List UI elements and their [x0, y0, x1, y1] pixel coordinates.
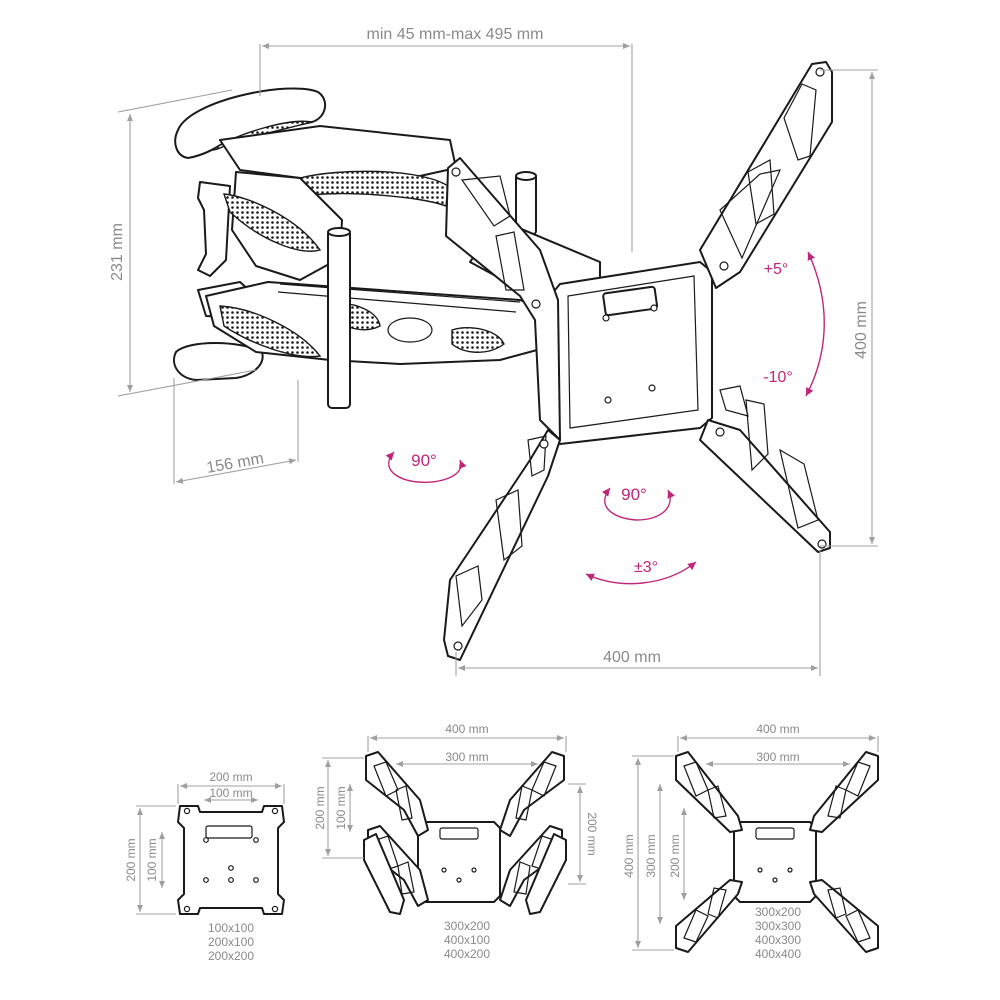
tilt-up-label: +5°	[764, 261, 789, 278]
config2-outer-width: 400 mm	[445, 722, 488, 736]
main-mount-illustration	[173, 61, 833, 661]
config1-pattern-1: 100x100	[208, 921, 254, 935]
config3-pattern-2: 300x300	[755, 919, 801, 933]
config-small-plate	[136, 783, 285, 915]
level-adjust-label: ±3°	[634, 559, 658, 576]
main-dimension-lines	[117, 43, 878, 676]
wall-depth-label: 156 mm	[205, 450, 265, 477]
config1-outer-width: 200 mm	[209, 770, 252, 784]
arm-height-label: 231 mm	[109, 223, 126, 281]
plate-width-label: 400 mm	[603, 649, 661, 666]
config1-inner-width: 100 mm	[209, 786, 252, 800]
config3-inner-width: 300 mm	[756, 750, 799, 764]
config2-outer-height: 200 mm	[313, 786, 327, 829]
config-large-x-brackets	[632, 735, 879, 953]
plate-height-label: 400 mm	[853, 301, 870, 359]
config1-pattern-2: 200x100	[208, 935, 254, 949]
config2-pattern-3: 400x200	[444, 947, 490, 961]
config1-inner-height: 100 mm	[145, 838, 159, 881]
config3-outer-height: 400 mm	[622, 834, 636, 877]
config2-pattern-2: 400x100	[444, 933, 490, 947]
rotation-arcs	[385, 251, 825, 585]
config3-mid-height: 300 mm	[644, 834, 658, 877]
config1-outer-height: 200 mm	[124, 838, 138, 881]
config3-pattern-4: 400x400	[755, 947, 801, 961]
config3-outer-width: 400 mm	[756, 722, 799, 736]
config2-inner-width: 300 mm	[445, 750, 488, 764]
config2-pattern-1: 300x200	[444, 919, 490, 933]
config3-pattern-3: 400x300	[755, 933, 801, 947]
config3-inner-height: 200 mm	[668, 834, 682, 877]
config3-pattern-1: 300x200	[755, 905, 801, 919]
config-wide-brackets	[322, 735, 586, 915]
depth-range-label: min 45 mm-max 495 mm	[367, 26, 544, 43]
swivel-left-label: 90°	[411, 451, 437, 470]
config1-pattern-3: 200x200	[208, 949, 254, 963]
tilt-down-label: -10°	[763, 369, 793, 386]
config2-inner-height: 100 mm	[334, 786, 348, 829]
swivel-right-label: 90°	[621, 485, 647, 504]
config2-right-height: 200 mm	[585, 812, 599, 855]
